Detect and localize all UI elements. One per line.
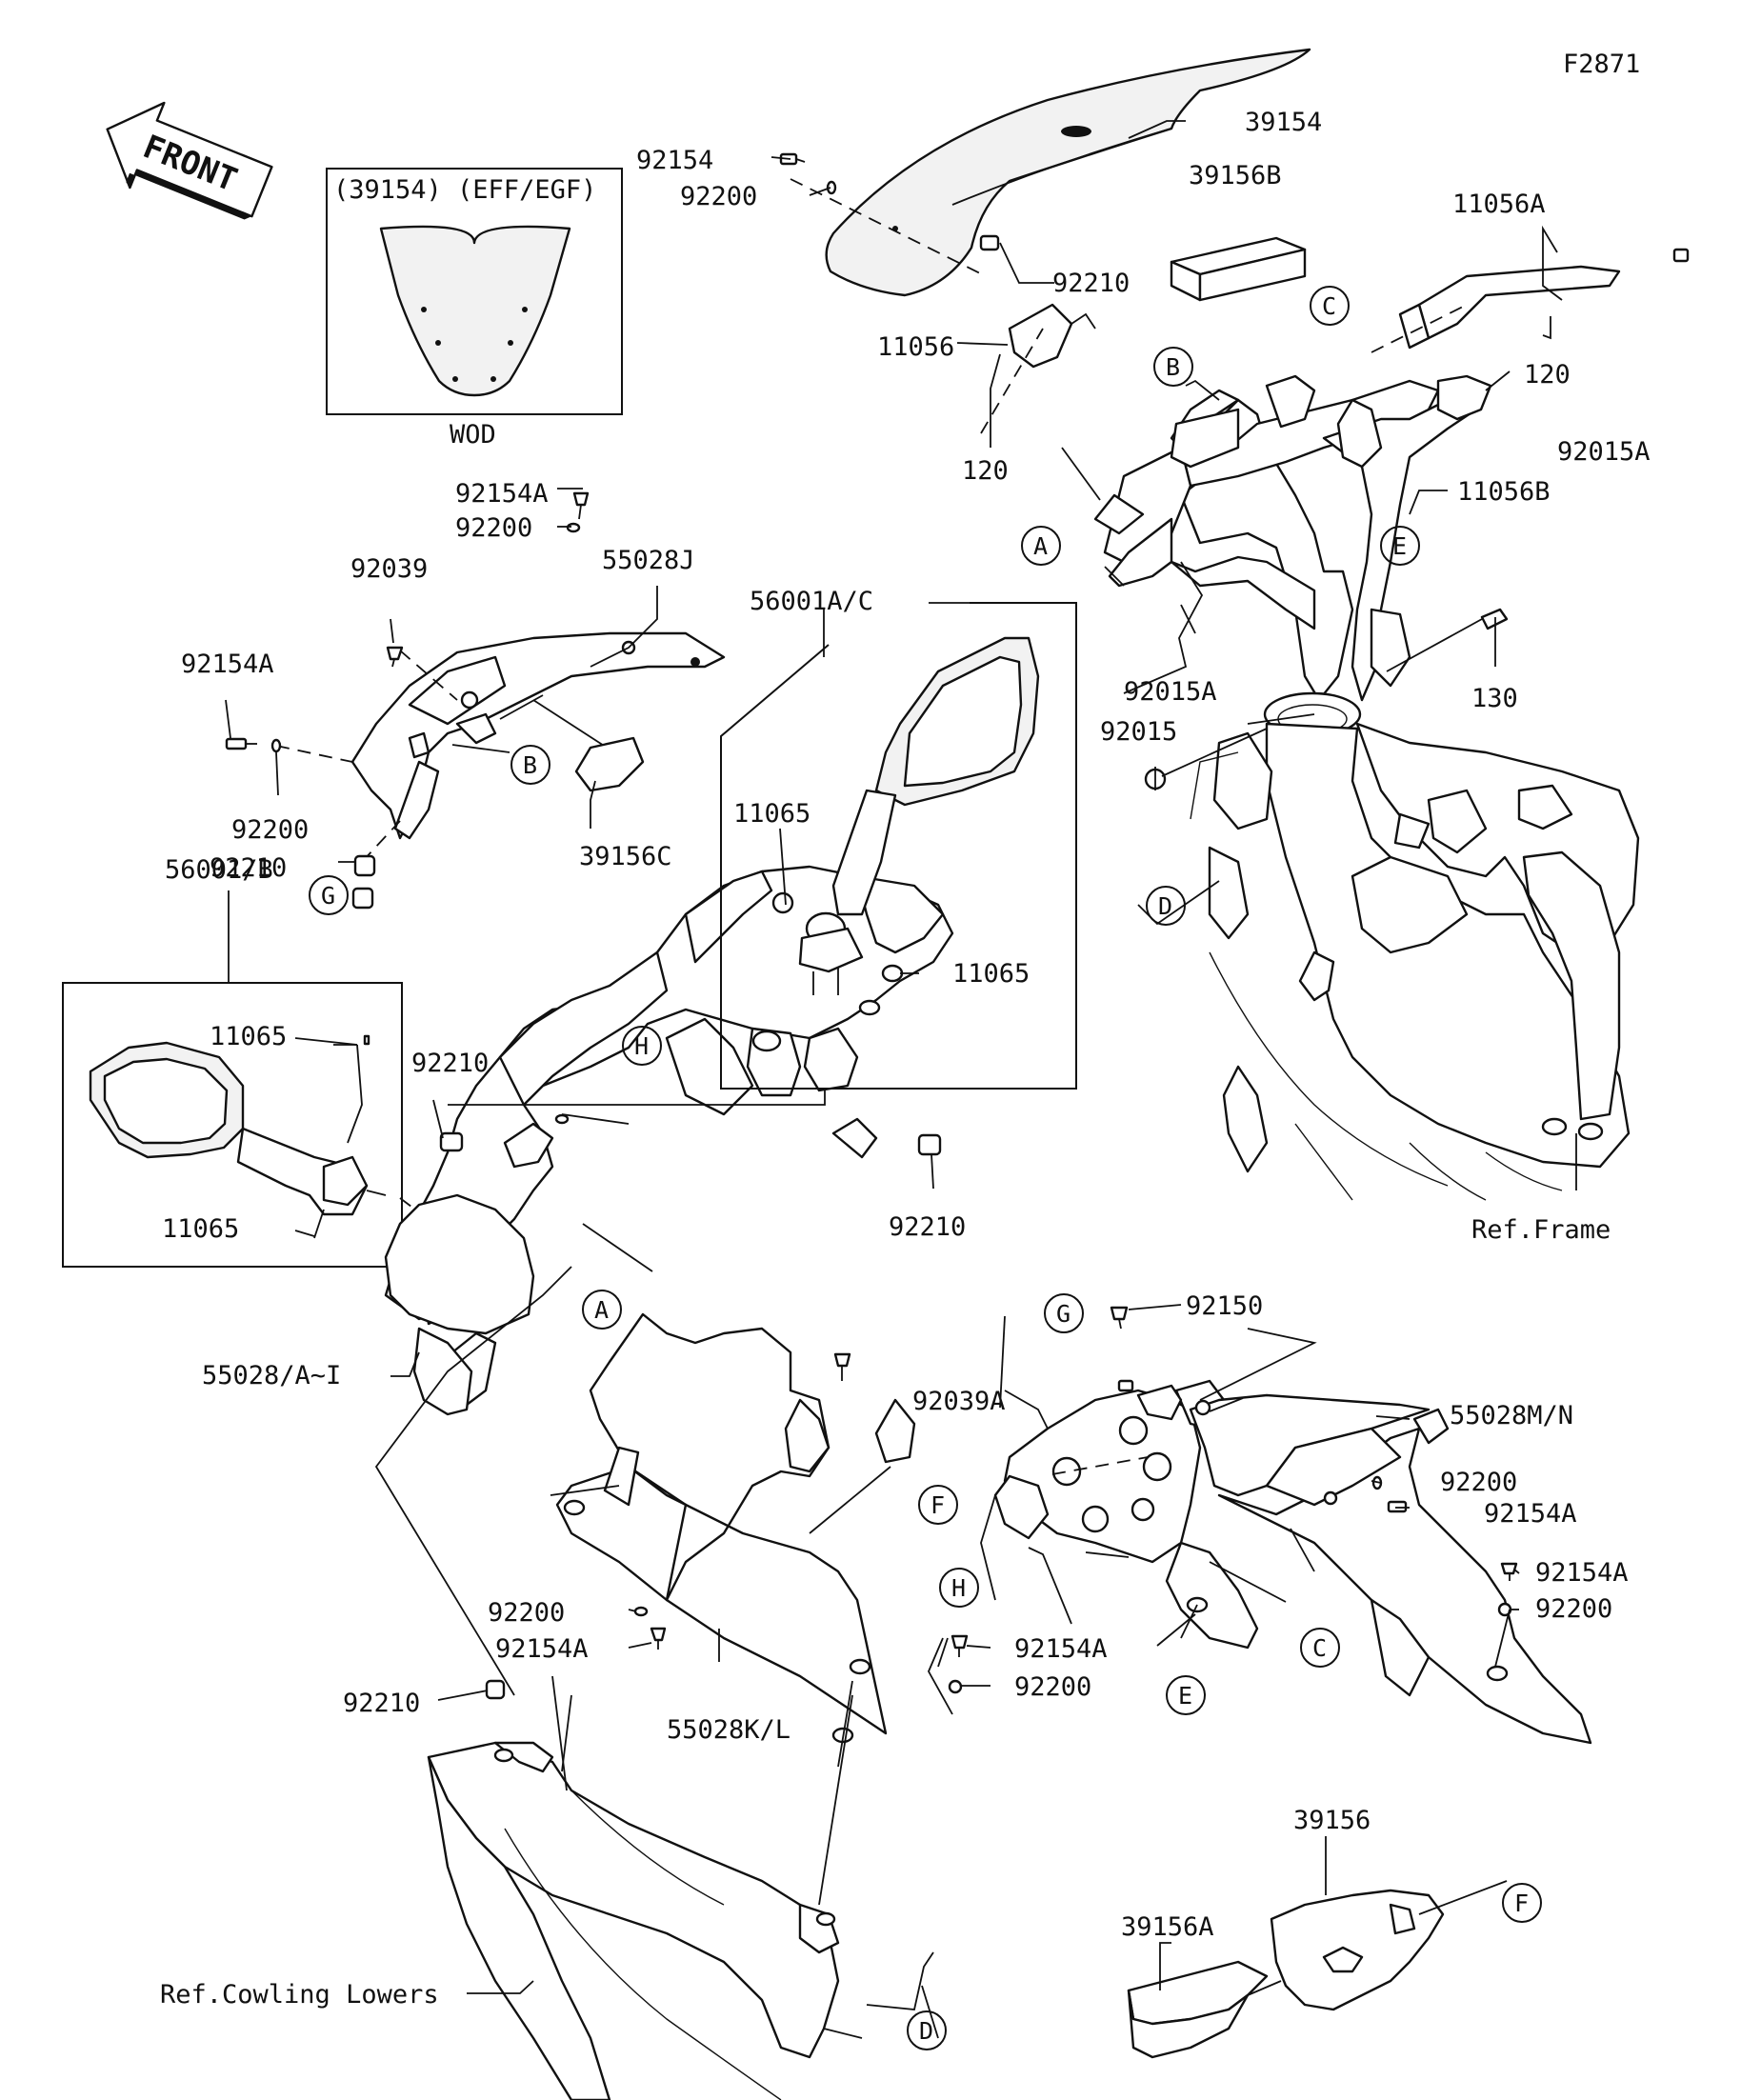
bushing-92210-right xyxy=(917,1133,942,1156)
side-cowl-55028a-i xyxy=(384,1193,535,1416)
label-92150: 92150 xyxy=(1186,1291,1263,1321)
label-11065-b-bottom: 11065 xyxy=(162,1214,239,1244)
label-92210-left: 92210 xyxy=(210,853,287,883)
callout-h-right: H xyxy=(951,1574,966,1602)
part-labels: F2871 (39154) (EFF/EGF) WOD 39154 92154 … xyxy=(160,50,1651,2010)
fasteners xyxy=(225,152,1518,1700)
label-11056b: 11056B xyxy=(1457,477,1551,507)
label-56001b: 56001/B xyxy=(165,855,273,885)
cowl-stay-right xyxy=(993,1379,1259,1650)
windshield-part xyxy=(790,48,1311,297)
label-11056: 11056 xyxy=(877,332,954,362)
callout-letters: C B A E B G D H A G F H C E F D xyxy=(321,292,1529,2045)
callout-e-top: E xyxy=(1392,532,1407,560)
mirror-56001b xyxy=(62,982,403,1268)
label-39156: 39156 xyxy=(1293,1806,1371,1835)
callout-b-left: B xyxy=(523,751,537,779)
label-92210-lower: 92210 xyxy=(343,1689,420,1718)
callout-a-top: A xyxy=(1033,532,1048,560)
label-130: 130 xyxy=(1471,684,1518,713)
damper-39156 xyxy=(1270,1889,1445,2011)
stay-11056b xyxy=(1061,370,1511,702)
bracket-11056 xyxy=(979,234,1096,434)
label-92210-top: 92210 xyxy=(1052,269,1130,298)
label-ref-cowling-lowers: Ref.Cowling Lowers xyxy=(160,1980,439,2010)
inner-panel-55028j xyxy=(275,631,726,863)
label-92154a-far: 92154A xyxy=(1535,1558,1629,1588)
cowling-lowers-ref xyxy=(427,1741,863,2100)
label-92200-left: 92200 xyxy=(231,815,309,845)
inset-header: (39154) (EFF/EGF) xyxy=(333,175,596,205)
callout-g-right: G xyxy=(1056,1300,1071,1328)
label-92200-far: 92200 xyxy=(1535,1594,1612,1624)
label-11065-ac-top: 11065 xyxy=(733,799,810,829)
label-39156c: 39156C xyxy=(579,842,672,871)
callout-circles xyxy=(309,286,1542,2050)
callout-f-damper: F xyxy=(1514,1890,1529,1917)
label-92039a: 92039A xyxy=(912,1387,1006,1416)
label-92154a-top: 92154A xyxy=(455,479,549,509)
label-39154: 39154 xyxy=(1245,108,1322,137)
callout-e-right: E xyxy=(1178,1682,1192,1710)
damper-39156a xyxy=(1127,1960,1282,2059)
label-92154a-kl: 92154A xyxy=(495,1634,589,1664)
label-92210-right: 92210 xyxy=(889,1212,966,1242)
label-92015a-left: 92015A xyxy=(1124,677,1217,707)
inset-footer: WOD xyxy=(450,420,496,450)
label-92154a-left: 92154A xyxy=(181,650,274,679)
callout-g-left: G xyxy=(321,882,335,910)
label-11065-ac-bottom: 11065 xyxy=(952,959,1030,989)
label-11056a: 11056A xyxy=(1452,190,1546,219)
callout-c-right: C xyxy=(1312,1634,1327,1662)
label-92210-center: 92210 xyxy=(411,1049,489,1078)
figure-code: F2871 xyxy=(1563,50,1640,79)
label-11065-b-top: 11065 xyxy=(210,1022,287,1051)
label-ref-frame: Ref.Frame xyxy=(1471,1215,1611,1245)
label-39156a: 39156A xyxy=(1121,1912,1214,1942)
label-120-right: 120 xyxy=(1524,360,1571,390)
label-92200-mn: 92200 xyxy=(1440,1468,1517,1497)
callout-f-right: F xyxy=(931,1491,945,1519)
sponge-39156b xyxy=(1170,236,1307,302)
label-92015: 92015 xyxy=(1100,717,1177,747)
leader-lines xyxy=(225,120,1563,2039)
label-92200-kl: 92200 xyxy=(488,1598,565,1628)
label-92154a-center: 92154A xyxy=(1014,1634,1108,1664)
frame-ref xyxy=(1144,608,1640,1201)
label-55028mn: 55028M/N xyxy=(1450,1401,1573,1430)
mirror-56001ac xyxy=(448,602,1077,1106)
label-92154a-mn: 92154A xyxy=(1484,1499,1577,1529)
label-39156b: 39156B xyxy=(1189,161,1282,190)
front-arrow-icon: FRONT xyxy=(106,101,273,220)
callout-b-top: B xyxy=(1166,353,1180,381)
label-92200-top: 92200 xyxy=(680,182,757,211)
bushing-92210-left xyxy=(439,1131,464,1152)
label-55028a-i: 55028/A~I xyxy=(202,1361,341,1390)
label-92154: 92154 xyxy=(636,146,713,175)
label-92015a-right: 92015A xyxy=(1557,437,1651,467)
label-92200-center: 92200 xyxy=(1014,1672,1091,1702)
bushing-92210-upper xyxy=(351,887,374,910)
middle-cowl-55028kl xyxy=(550,1312,916,1744)
right-cowl-55028mn xyxy=(1189,1393,1592,1745)
label-55028j: 55028J xyxy=(602,546,695,575)
sponge-39156c xyxy=(574,736,645,792)
label-92039: 92039 xyxy=(350,554,428,584)
label-56001ac: 56001A/C xyxy=(750,587,873,616)
label-120-left: 120 xyxy=(962,456,1009,486)
callout-c-top: C xyxy=(1322,292,1336,320)
callout-d-frame: D xyxy=(1158,892,1172,920)
inset-windshield xyxy=(326,168,623,415)
bracket-11056a xyxy=(1371,248,1690,353)
callout-d-lower: D xyxy=(919,2017,933,2045)
callout-a-cowl: A xyxy=(594,1296,609,1324)
label-92200-upper: 92200 xyxy=(455,513,532,543)
callout-h-cowl: H xyxy=(634,1032,649,1060)
label-55028kl: 55028K/L xyxy=(667,1715,790,1745)
